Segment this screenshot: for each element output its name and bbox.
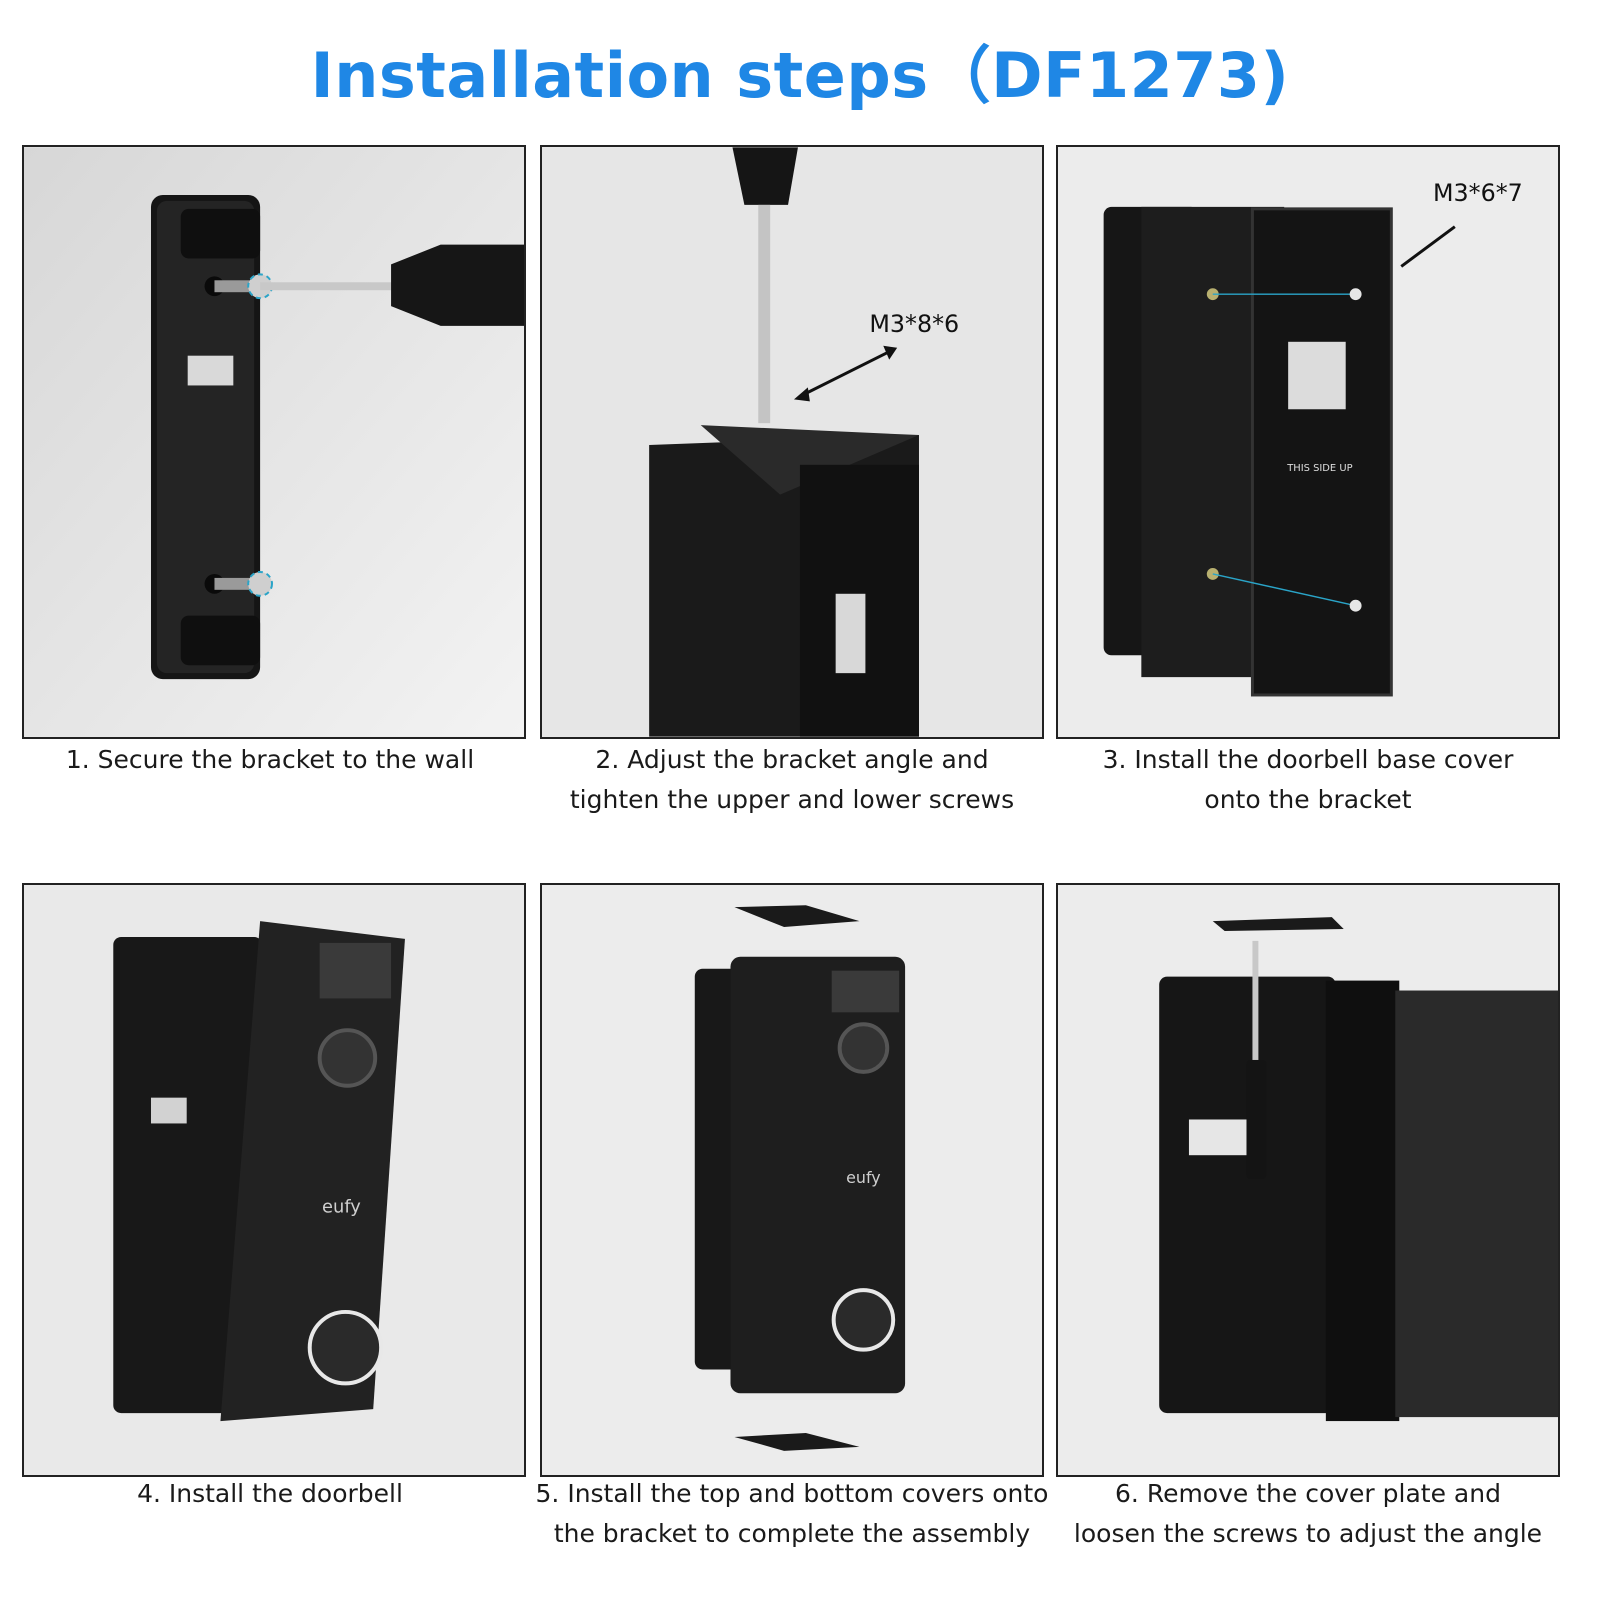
screwdriver-icon [1246, 940, 1267, 1180]
step-3-illustration: THIS SIDE UP M3*6*7 [1056, 145, 1560, 739]
caption-line: 6. Remove the cover plate and [1115, 1479, 1501, 1508]
caption-line: the bracket to complete the assembly [553, 1519, 1031, 1548]
caption-line: tighten the upper and lower screws [569, 785, 1015, 814]
screw-size-label: M3*6*7 [1433, 179, 1523, 207]
brand-logo: eufy [846, 1168, 881, 1187]
angled-bracket [649, 425, 919, 737]
doorbell: eufy [220, 921, 405, 1422]
step-1-caption: 1. Secure the bracket to the wall [0, 740, 540, 780]
step-6-illustration [1056, 883, 1560, 1477]
screw-size-label: M3*8*6 [869, 310, 959, 338]
step-3-caption: 3. Install the doorbell base cover onto … [1038, 740, 1578, 820]
step-5-illustration: eufy [540, 883, 1044, 1477]
wall-bracket [150, 194, 261, 680]
screwdriver-icon [732, 147, 798, 424]
cover-plate [1212, 917, 1344, 931]
step-6-caption: 6. Remove the cover plate and loosen the… [1038, 1474, 1578, 1554]
screw-icon [1206, 288, 1362, 612]
bracket [113, 936, 263, 1414]
step-2-caption: 2. Adjust the bracket angle and tighten … [522, 740, 1062, 820]
orientation-marking: THIS SIDE UP [1286, 463, 1352, 474]
caption-line: onto the bracket [1204, 785, 1412, 814]
bottom-cover [734, 1432, 860, 1451]
page-title: Installation steps（DF1273) [310, 39, 1290, 112]
caption-line: 1. Secure the bracket to the wall [65, 745, 475, 774]
caption-line: 3. Install the doorbell base cover [1102, 745, 1514, 774]
size-annotation: M3*6*7 [1400, 179, 1523, 268]
screwdriver-icon [260, 244, 524, 326]
step-4-illustration: eufy [22, 883, 526, 1477]
size-annotation: M3*8*6 [793, 310, 959, 402]
top-cover [734, 905, 860, 928]
caption-line: 2. Adjust the bracket angle and [595, 745, 989, 774]
caption-line: 5. Install the top and bottom covers ont… [535, 1479, 1049, 1508]
assembled-doorbell: eufy [694, 956, 906, 1394]
step-4-caption: 4. Install the doorbell [0, 1474, 540, 1514]
bracket-with-doorbell [1159, 976, 1558, 1422]
step-2-illustration: M3*8*6 [540, 145, 1044, 739]
brand-logo: eufy [322, 1197, 361, 1218]
step-1-illustration [22, 145, 526, 739]
caption-line: 4. Install the doorbell [137, 1479, 403, 1508]
caption-line: loosen the screws to adjust the angle [1073, 1519, 1543, 1548]
base-cover: THIS SIDE UP [1250, 207, 1393, 697]
step-5-caption: 5. Install the top and bottom covers ont… [522, 1474, 1062, 1554]
